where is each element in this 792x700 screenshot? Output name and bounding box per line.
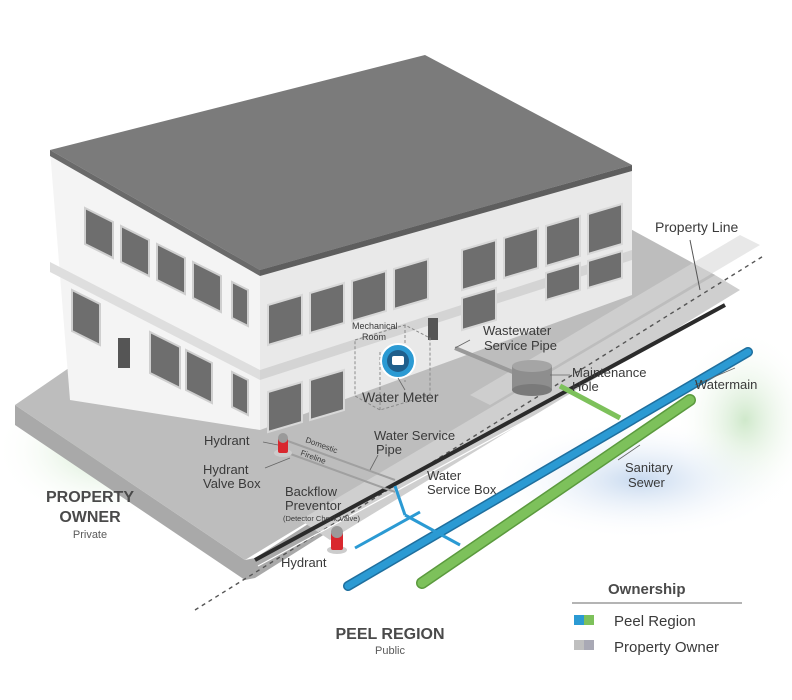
legend-title: Ownership — [608, 581, 686, 598]
maintenance-hole — [512, 360, 552, 396]
utility-line — [254, 303, 726, 562]
wastewater-label-2: Service Pipe — [484, 338, 557, 353]
sanitary-label-1: Sanitary — [625, 460, 673, 475]
property-owner-sub: Private — [73, 529, 107, 541]
backflow-label-3: (Detector Check Valve) — [283, 514, 360, 523]
hydrant-bottom-icon — [327, 526, 347, 554]
water-service-box-label-1: Water — [427, 468, 462, 483]
legend-swatch-peel-a — [574, 615, 584, 625]
roof — [50, 55, 632, 270]
water-meter-label: Water Meter — [362, 389, 439, 405]
maintenance-label-2: Hole — [572, 379, 599, 394]
ownership-legend: Ownership Peel Region Property Owner — [572, 581, 742, 656]
property-line-label: Property Line — [655, 219, 738, 235]
hydrant-valve-box-label-2: Valve Box — [203, 476, 261, 491]
water-service-pipe-label-1: Water Service — [374, 428, 455, 443]
legend-label-peel: Peel Region — [614, 613, 696, 630]
hydrant-top-icon — [274, 433, 292, 457]
hydrant-valve-box-label-1: Hydrant — [203, 462, 249, 477]
hydrant-top-label: Hydrant — [204, 433, 250, 448]
wastewater-pipe — [454, 346, 521, 377]
backflow-label-2: Preventor — [285, 498, 342, 513]
peel-region-sub: Public — [375, 645, 405, 657]
legend-swatch-peel-b — [584, 615, 594, 625]
water-service-pipe — [284, 439, 396, 493]
water-meter — [380, 343, 416, 379]
legend-swatch-owner-a — [574, 640, 584, 650]
sanitary-sewer-pipe — [416, 394, 696, 589]
water-service-box-label-2: Service Box — [427, 482, 497, 497]
building — [50, 55, 632, 434]
watermain-label: Watermain — [695, 377, 757, 392]
backflow-label-1: Backflow — [285, 484, 338, 499]
mechanical-room-label-2: Room — [362, 332, 386, 342]
watermain-pipe — [343, 347, 753, 591]
maintenance-label-1: Maintenance — [572, 365, 646, 380]
sanitary-label-2: Sewer — [628, 475, 666, 490]
property-owner-title-2: OWNER — [59, 509, 121, 526]
water-service-pipe-label-2: Pipe — [376, 442, 402, 457]
mechanical-room-label-1: Mechanical — [352, 321, 398, 331]
wastewater-label-1: Wastewater — [483, 323, 552, 338]
hydrant-bottom-label: Hydrant — [281, 555, 327, 570]
legend-swatch-owner-b — [584, 640, 594, 650]
property-line-pointer — [689, 239, 701, 291]
legend-label-owner: Property Owner — [614, 639, 719, 656]
property-owner-title-1: PROPERTY — [46, 489, 134, 506]
peel-region-title: PEEL REGION — [335, 626, 444, 643]
